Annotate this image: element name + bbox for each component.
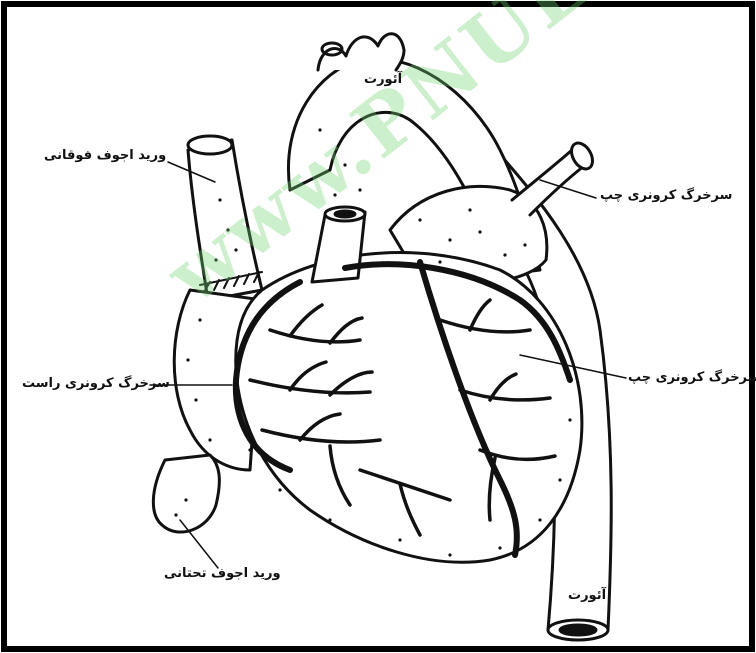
label-right-coronary-artery: سرخرگ کرونری راست [22,376,170,391]
label-aorta-top: آئورت [364,72,402,87]
label-superior-vena-cava: ورید اجوف فوقانی [44,148,166,163]
label-inferior-vena-cava: ورید اجوف تحتانی [164,566,281,581]
label-aorta-bottom: آئورت [568,588,606,603]
label-left-coronary-artery-upper: سرخرگ کرونری چپ [600,188,732,203]
label-left-coronary-artery-side: سرخرگ کرونری چپ [628,370,756,385]
